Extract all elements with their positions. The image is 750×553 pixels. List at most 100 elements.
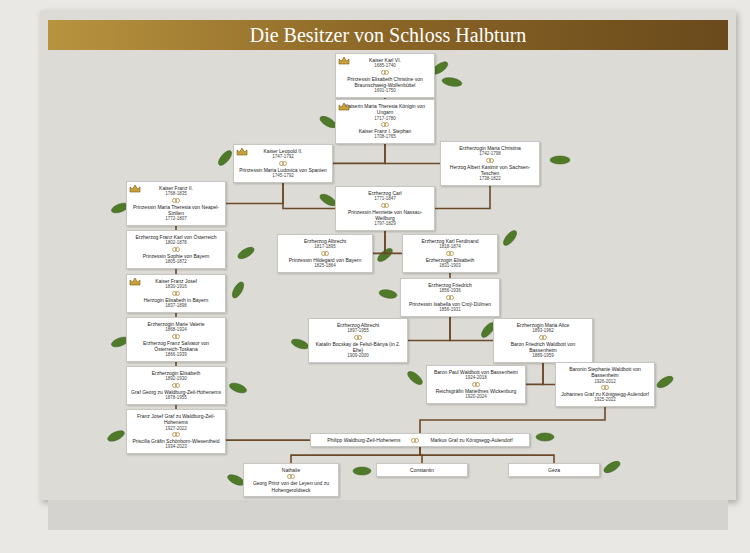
family-line (291, 447, 420, 463)
person-name: Erzherzog Franz Karl von Österreich (131, 234, 221, 240)
marriage-rings (171, 247, 181, 252)
crown-icon (129, 184, 141, 193)
life-dates: 1927-2022 (131, 426, 221, 432)
person-name: Erzherzog Friedrich (405, 282, 495, 288)
person-name: Erzherzog Franz Salvator von Österreich-… (131, 340, 221, 353)
marriage-rings (171, 432, 181, 437)
marriage-rings (380, 70, 390, 75)
marriage-rings (353, 335, 363, 340)
life-dates: 1805-1872 (131, 259, 221, 265)
life-dates: 1802-1878 (131, 240, 221, 246)
family-line (408, 317, 450, 341)
crown-icon (129, 277, 141, 286)
life-dates: 1742-1798 (445, 151, 535, 157)
person-box: Kaiserin Maria Theresia Königin von Unga… (335, 99, 435, 144)
life-dates: 1685-1740 (340, 63, 430, 69)
life-dates: 1897-1955 (313, 328, 403, 334)
life-dates: 1708-1765 (340, 134, 430, 140)
person-name: Johannes Graf zu Königsegg-Aulendorf (560, 391, 650, 397)
family-line (226, 183, 283, 204)
person-name: Reichsgräfin Mariethres Wickenburg (431, 388, 521, 394)
life-dates: 1797-1829 (340, 221, 430, 227)
life-dates: 1924-2018 (431, 375, 521, 381)
person-name: Kaiser Leopold II. (238, 148, 328, 154)
life-dates: 1868-1924 (131, 327, 221, 333)
person-name: Priscilla Gräfin Schönborn-Wiesentheid (131, 438, 221, 444)
person-name: Kaiserin Maria Theresia Königin von Unga… (340, 103, 430, 116)
person-box: Baron Paul Waldbott von Bassenheim1924-2… (426, 365, 526, 404)
marriage-rings (471, 382, 481, 387)
marriage-rings (171, 334, 181, 339)
person-name: Erzherzogin Maria Alice (498, 322, 588, 328)
life-dates: 1771-1847 (340, 196, 430, 202)
person-box: NathalieGeorg Prinz von der Leyen und zu… (243, 463, 339, 497)
person-box: Erzherzog Franz Karl von Österreich1802-… (126, 230, 226, 269)
person-name: Georg Prinz von der Leyen und zu Hohenge… (248, 480, 334, 493)
person-name: Prinzessin Hildegard von Bayern (282, 257, 368, 263)
person-name: Prinzessin Isabella von Croÿ-Dülmen (405, 301, 495, 307)
life-dates: 1837-1898 (131, 303, 221, 309)
marriage-rings (278, 161, 288, 166)
family-line (385, 231, 402, 253)
person-box: Erzherzogin Maria Alice1893-1962Baron Fr… (493, 318, 593, 363)
family-line (450, 317, 493, 341)
life-dates: 1818-1874 (407, 244, 493, 250)
family-line (373, 231, 385, 253)
person-name: Graf Georg zu Waldburg-Zeil-Hohenems (131, 389, 221, 395)
crown-icon (338, 56, 350, 65)
person-name: Erzherzog Albrecht (282, 238, 368, 244)
person-box: Géza (508, 463, 600, 477)
life-dates: 1768-1835 (131, 191, 221, 197)
life-dates: 1920-2024 (431, 394, 521, 400)
person-box: Kaiser Franz II.1768-1835Prinzessin Mari… (126, 181, 226, 226)
person-box: Erzherzogin Maria Christina1742-1798Herz… (440, 141, 540, 186)
person-name: Herzogin Elisabeth in Bayern (131, 297, 221, 303)
life-dates: 1772-1807 (131, 216, 221, 222)
marriage-rings (485, 158, 495, 163)
life-dates: 1738-1822 (445, 176, 535, 182)
life-dates: 1691-1750 (340, 88, 430, 94)
person-name: Kaiser Karl VI. (340, 57, 430, 63)
title: Die Besitzer von Schloss Halbturn (48, 20, 728, 50)
person-box: Kaiser Karl VI.1685-1740Prinzessin Elisa… (335, 53, 435, 98)
person-box: Erzherzog Karl Ferdinand1818-1874Erzherz… (402, 234, 498, 273)
marriage-rings (445, 295, 455, 300)
life-dates: 1747-1792 (238, 154, 328, 160)
person-box: Erzherzogin Elisabeth1892-1930Graf Georg… (126, 366, 226, 405)
person-name: Baron Friedrich Waldbott von Bassenheim (498, 341, 588, 354)
person-box: Erzherzog Friedrich1856-1936Prinzessin I… (400, 278, 500, 317)
person-name: Herzog Albert Kasimir von Sachsen-Tesche… (445, 164, 535, 177)
person-name: Prinzessin Maria Theresia von Neapel-Siz… (131, 204, 221, 217)
person-name: Erzherzog Albrecht (313, 322, 403, 328)
person-name: Erzherzogin Marie Valerie (131, 321, 221, 327)
person-box: Erzherzog Albrecht1897-1955Katalin Bocsk… (308, 318, 408, 363)
marriage-rings (171, 383, 181, 388)
person-box: Erzherzog Carl1771-1847Prinzessin Henrie… (335, 186, 435, 231)
family-line (283, 183, 335, 209)
life-dates: 1856-1931 (405, 307, 495, 313)
person-name: Nathalie (248, 467, 334, 473)
crown-icon (236, 147, 248, 156)
person-name: Baronin Stephanie Waldbott von Bassenhei… (560, 366, 650, 379)
person-name: Kaiser Franz II. (131, 185, 221, 191)
person-name: Prinzessin Elisabeth Christine von Braun… (340, 76, 430, 89)
person-name: Constantin (381, 467, 463, 473)
life-dates: 1856-1936 (405, 288, 495, 294)
person-box: Erzherzog Albrecht1817-1895Prinzessin Hi… (277, 234, 373, 273)
person-name: Franz Josef Graf zu Waldburg-Zeil-Hohene… (131, 413, 221, 426)
life-dates: 1934-2023 (131, 444, 221, 450)
family-line (543, 363, 555, 385)
life-dates: 1745-1792 (238, 173, 328, 179)
marriage-rings (380, 122, 390, 127)
marriage-rings (320, 251, 330, 256)
person-name: Géza (513, 467, 595, 473)
person-name: Katalin Bocskay de Felsö-Bánya (in 2. Eh… (313, 341, 403, 354)
couple-row: Philipp Waldburg-Zeil-HohenemsMarkus Gra… (315, 437, 525, 443)
marriage-rings (286, 474, 296, 479)
board-shadow (48, 500, 728, 530)
life-dates: 1830-1916 (131, 284, 221, 290)
marriage-rings (445, 251, 455, 256)
family-line (333, 144, 385, 163)
person-name: Erzherzogin Elisabeth (131, 370, 221, 376)
life-dates: 1866-1939 (131, 352, 221, 358)
